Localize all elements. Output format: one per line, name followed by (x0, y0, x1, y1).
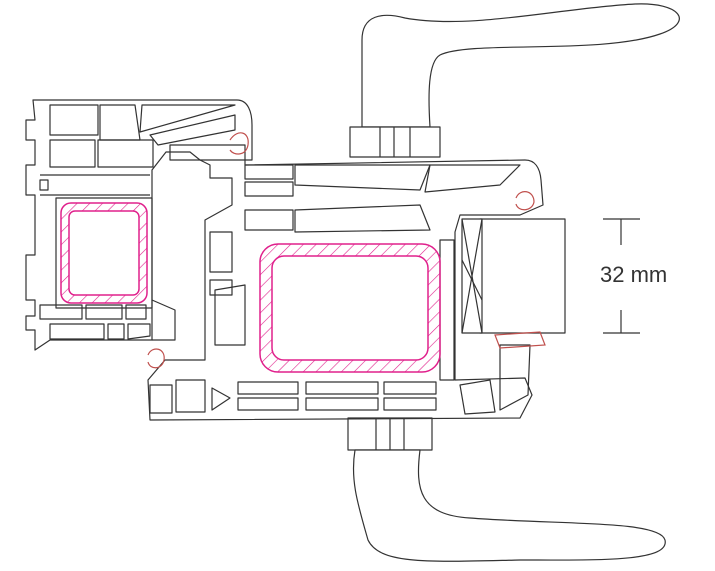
gasket-top-right (515, 191, 535, 211)
steel-reinforcement-left (60, 202, 148, 304)
steel-reinforcement-main (259, 243, 441, 373)
handle-top-icon (349, 3, 680, 158)
gasket-bottom-left (147, 348, 165, 369)
dimension-marker (603, 218, 640, 334)
glass-unit (461, 218, 566, 334)
gasket-top-left (229, 132, 249, 155)
frame-profile (25, 99, 253, 351)
dimension-label: 32 mm (600, 262, 668, 287)
handle-bottom-icon (347, 417, 666, 562)
sash-profile (147, 144, 544, 421)
gasket-bottom-right (494, 331, 546, 349)
